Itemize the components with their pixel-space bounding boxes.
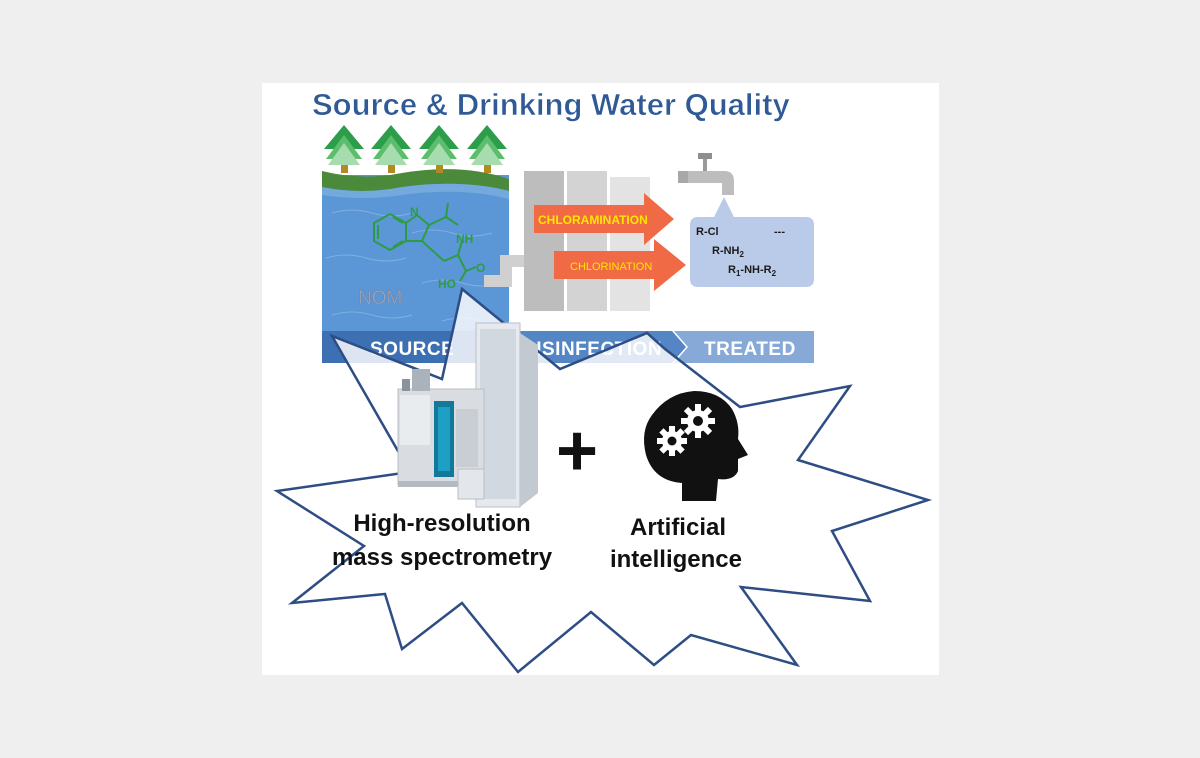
chloramination-arrow: CHLORAMINATION bbox=[534, 193, 674, 245]
ai-head-gears-icon bbox=[644, 391, 748, 501]
product-r-cl: R-Cl bbox=[696, 226, 719, 238]
nom-label: NOM bbox=[358, 288, 402, 309]
chloramination-label: CHLORAMINATION bbox=[538, 213, 648, 227]
molecule-label-nh: NH bbox=[456, 232, 473, 246]
figure-title: Source & Drinking Water Quality bbox=[312, 87, 790, 122]
product-r1-nh-r2: R1-NH-R2 bbox=[728, 264, 777, 278]
treatment-filters bbox=[524, 171, 650, 311]
graphical-abstract: Source & Drinking Water Quality bbox=[273, 87, 933, 674]
molecule-label-ho: HO bbox=[438, 277, 456, 291]
molecule-label-o: O bbox=[476, 261, 485, 275]
starburst-outline bbox=[273, 286, 933, 674]
plus-sign: + bbox=[556, 411, 598, 491]
stage-treated-band bbox=[674, 331, 814, 363]
stage-label-treated: TREATED bbox=[704, 339, 796, 360]
shoreline bbox=[322, 183, 509, 199]
product-ellipsis: --- bbox=[774, 226, 785, 238]
stage-bar: SOURCE DISINFECTION TREATED bbox=[322, 331, 814, 363]
filter-panel-3 bbox=[610, 177, 650, 311]
tree-icon bbox=[324, 125, 364, 173]
tree-icon bbox=[371, 125, 411, 173]
hrms-caption-line2: mass spectrometry bbox=[332, 544, 553, 571]
ai-caption-line2: intelligence bbox=[610, 546, 742, 573]
figure-panel: Source & Drinking Water Quality bbox=[262, 83, 939, 675]
faucet-icon bbox=[678, 153, 734, 195]
products-bubble: R-Cl --- R-NH2 R1-NH-R2 bbox=[690, 197, 814, 287]
grass-band bbox=[322, 169, 509, 191]
tree-icon bbox=[467, 125, 507, 173]
hrms-caption-line1: High-resolution bbox=[353, 510, 530, 537]
ai-caption-line1: Artificial bbox=[630, 514, 726, 541]
chlorination-arrow: CHLORINATION bbox=[554, 239, 686, 291]
pipe-icon bbox=[484, 255, 530, 287]
molecule-label-nh-top: N bbox=[410, 205, 419, 219]
filter-panel-1 bbox=[524, 171, 564, 311]
chlorination-label: CHLORINATION bbox=[570, 261, 652, 273]
filter-panel-2 bbox=[567, 171, 607, 311]
nom-molecule-structure bbox=[373, 202, 477, 282]
tree-icon bbox=[419, 125, 459, 173]
source-water-panel: N NH HO O NOM bbox=[322, 125, 509, 335]
product-r-nh2: R-NH2 bbox=[712, 245, 745, 259]
stage-label-source: SOURCE bbox=[370, 339, 454, 360]
mass-spectrometer-icon bbox=[397, 322, 538, 508]
